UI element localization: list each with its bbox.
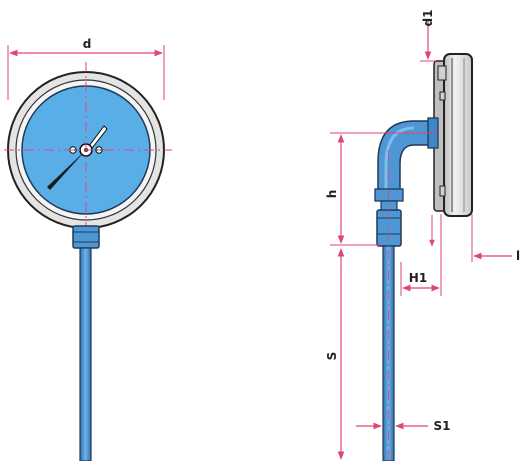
case-clip-top	[437, 65, 447, 81]
dim-s-label: S	[325, 352, 339, 361]
dim-d-label: d	[83, 37, 92, 51]
needle	[47, 150, 86, 190]
case-clip-bottom	[439, 185, 446, 197]
dim-s1-label: S1	[434, 419, 451, 433]
front-view: d	[4, 37, 172, 462]
dim-h1-label: H1	[409, 271, 427, 285]
side-view: h S d1 H1 l S1	[325, 10, 520, 462]
front-fitting	[72, 225, 100, 249]
side-fitting	[376, 209, 402, 247]
side-nut	[374, 188, 404, 202]
dim-d1-label: d1	[421, 10, 435, 27]
front-stem	[79, 247, 92, 462]
dim-h-label: h	[325, 190, 339, 199]
case-bezel	[443, 53, 473, 217]
dim-l-label: l	[516, 249, 520, 263]
